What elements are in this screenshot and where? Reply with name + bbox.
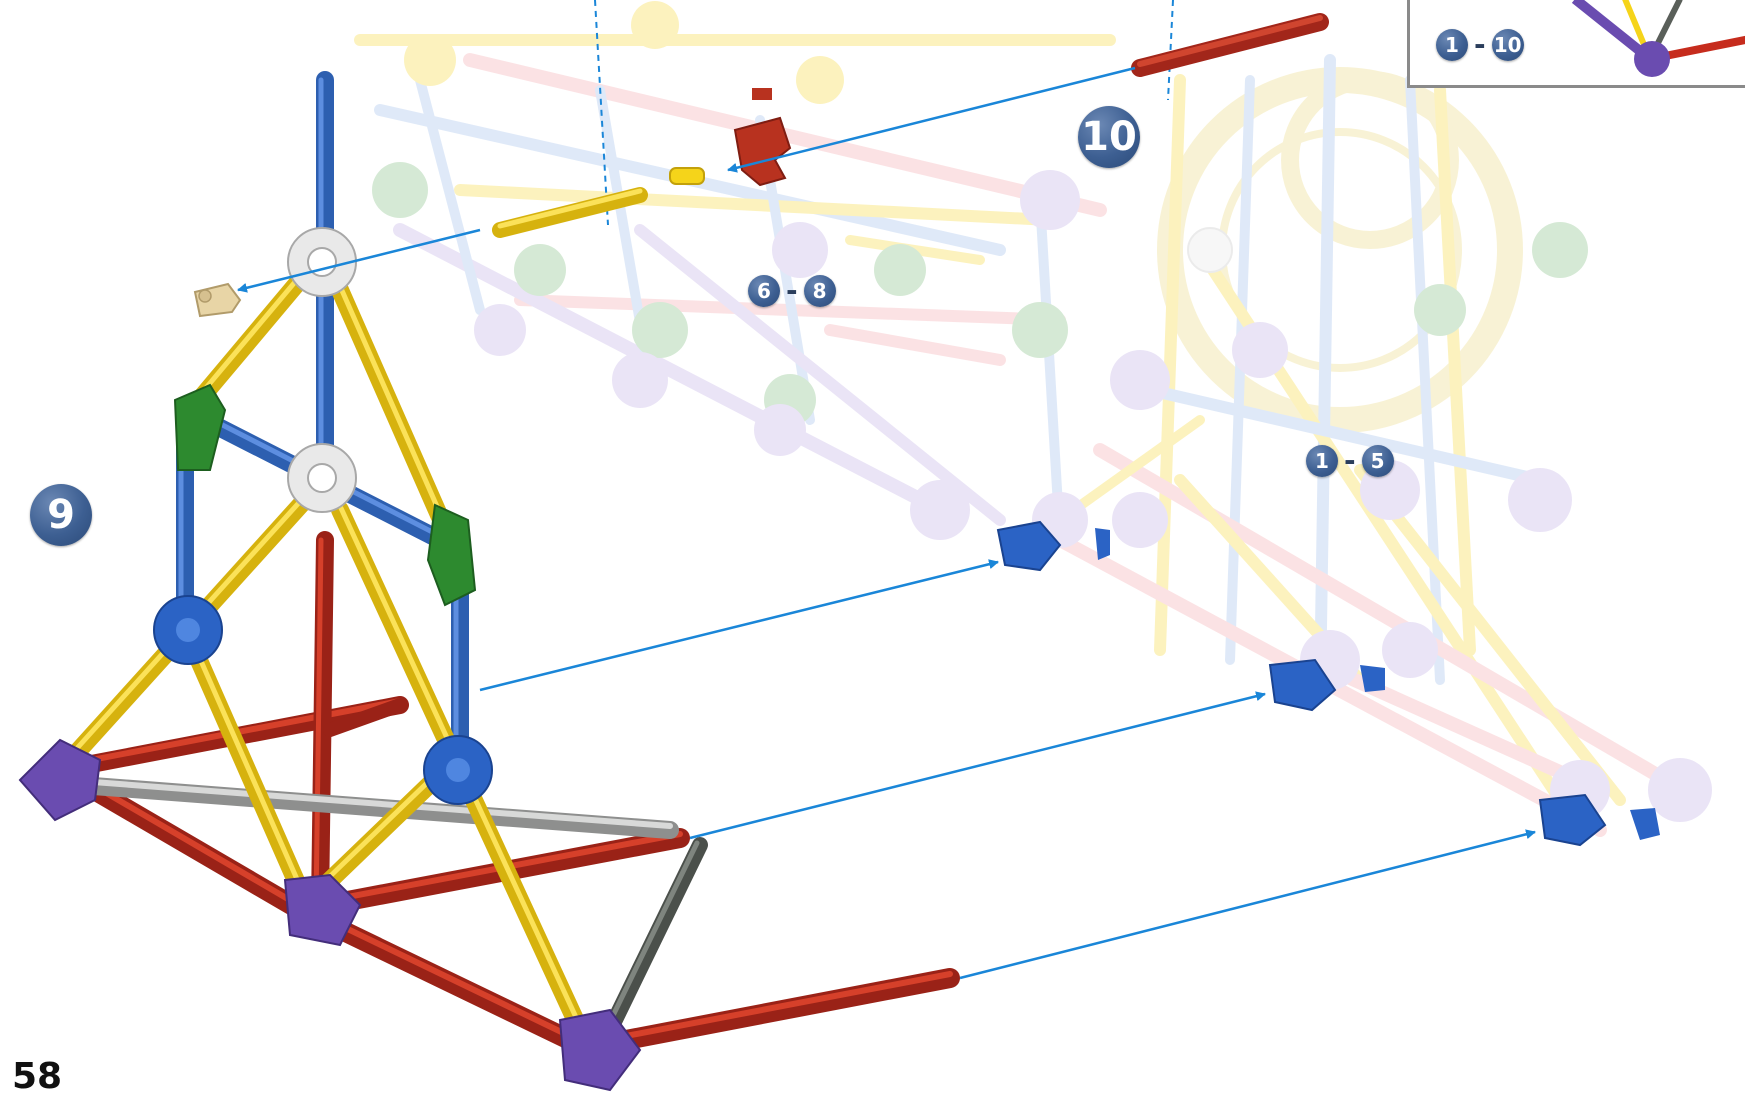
tan-end-cap [193, 282, 242, 318]
reference-range-6-8: 6 - 8 [748, 274, 836, 307]
range-separator: - [1344, 444, 1356, 477]
target-blue-clips [996, 520, 1660, 847]
range-separator: - [1474, 28, 1486, 61]
faded-right-frame [1053, 54, 1707, 837]
step-10-badge: 10 [1078, 106, 1140, 168]
faded-upper-connectors [372, 1, 1080, 540]
purple-connector-back-left [18, 738, 102, 822]
blue-connector-right [423, 735, 493, 805]
assembly-arrows [237, 66, 1536, 980]
faded-upper-frame [354, 34, 1116, 545]
blue-connector-left [153, 595, 223, 665]
purple-connector-middle [283, 873, 362, 947]
step-9-badge: 9 [30, 484, 92, 546]
faded-previous-model [354, 1, 1712, 837]
green-connector-right [426, 503, 477, 607]
inset-mini-diagram [1571, 0, 1745, 77]
purple-connector-front [558, 1008, 642, 1092]
step9-assembly [18, 71, 960, 1092]
range-end-badge: 10 [1491, 28, 1524, 61]
page-number: 58 [12, 1056, 63, 1097]
white-connector-top [287, 227, 357, 297]
step10-small-yellow-clip [669, 167, 705, 185]
range-start-badge: 6 [748, 274, 780, 307]
white-connector-middle [287, 443, 357, 513]
reference-range-1-10: 1 - 10 [1436, 28, 1524, 61]
range-end-badge: 5 [1361, 444, 1394, 477]
range-separator: - [786, 274, 798, 307]
step10-red-connector [733, 88, 792, 187]
range-start-badge: 1 [1306, 444, 1338, 477]
range-end-badge: 8 [803, 274, 836, 307]
dashed-guides [594, 0, 1174, 226]
step10-yellow-rod [492, 187, 648, 238]
step10-red-rod [1131, 13, 1329, 77]
green-connector-left [173, 383, 227, 471]
reference-range-1-5: 1 - 5 [1306, 444, 1394, 477]
range-start-badge: 1 [1436, 28, 1468, 61]
